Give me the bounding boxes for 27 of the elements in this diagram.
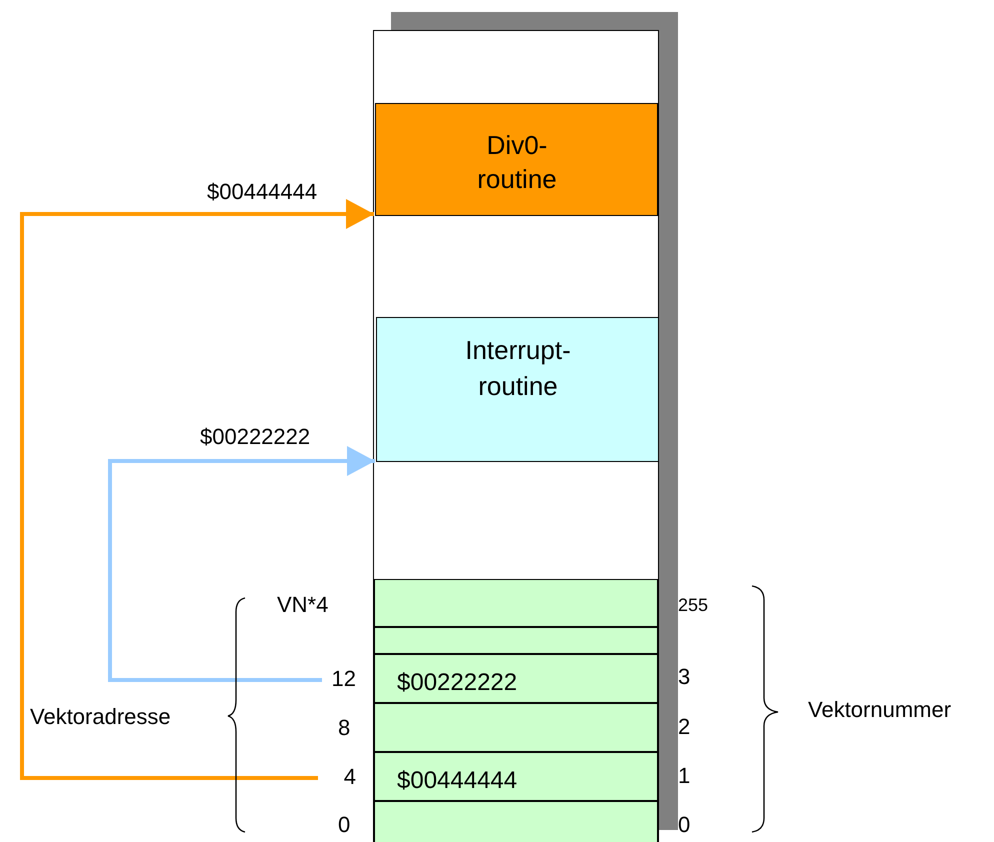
routine-label: Div0- routine [476, 129, 558, 196]
axis-title: Vektoradresse [30, 704, 171, 730]
vector-cell [374, 801, 658, 842]
vector-number: 1 [678, 763, 690, 789]
vector-address: $00444444 [397, 767, 518, 795]
vector-address: $00222222 [397, 669, 518, 697]
vector-cell [374, 752, 658, 801]
routine-block [375, 103, 658, 216]
vector-number: 0 [678, 812, 690, 838]
address-number: 4 [318, 763, 356, 791]
vector-cell [374, 654, 658, 703]
vector-number: 2 [678, 714, 690, 740]
address-number: 12 [322, 665, 356, 693]
address-number: 8 [338, 715, 350, 741]
vector-gap [374, 627, 658, 654]
routine-label: Interrupt- routine [464, 334, 572, 403]
vector-cell [374, 579, 658, 627]
vector-number: 255 [678, 594, 708, 617]
vector-cell [374, 703, 658, 752]
axis-title: Vektornummer [808, 697, 952, 723]
memory-column [373, 30, 659, 842]
vn-label: VN*4 [277, 592, 328, 618]
address-number: 0 [338, 812, 350, 838]
arrow [20, 199, 374, 780]
vector-number: 3 [678, 664, 690, 690]
routine-block [376, 317, 659, 462]
arrow [108, 446, 375, 682]
